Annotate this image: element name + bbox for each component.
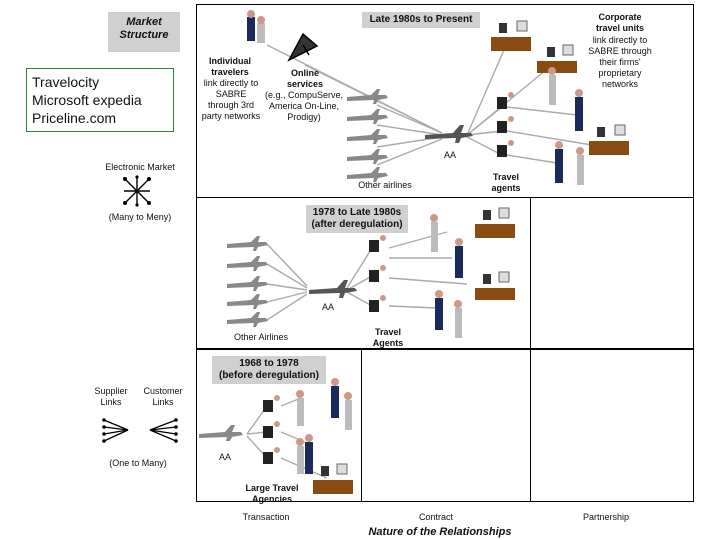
bottom-agencies-label: Large Travel Agencies (245, 483, 299, 504)
callout-line-3: Priceline.com (32, 110, 117, 126)
individual-travelers-label: Individual travelers (208, 56, 251, 77)
grid-col-divider-1 (361, 348, 362, 502)
bottom-aa-label: AA (218, 452, 231, 462)
online-services-sub: (e.g., CompuServe, America On-Line, Prod… (264, 90, 344, 122)
supplier-links-label: Supplier Links (94, 386, 128, 407)
middle-travel-agents-icon (369, 235, 386, 312)
middle-other-airlines-label: Other Airlines (233, 332, 289, 342)
callout-box: Travelocity Microsoft expedia Priceline.… (26, 68, 174, 132)
grid-border-right (693, 4, 694, 502)
online-services-label: Online services (286, 68, 324, 89)
many-to-many-label: (Many to Meny) (108, 212, 172, 222)
individual-travelers-icon (247, 10, 265, 43)
middle-desk-icon (475, 207, 515, 300)
top-other-airlines-label: Other airlines (358, 180, 412, 190)
satellite-dish-icon (287, 32, 319, 62)
middle-plane-stack-icon (227, 236, 357, 327)
electronic-market-label: Electronic Market (105, 162, 175, 172)
grid-row-divider-1 (196, 197, 694, 198)
bottom-plane-icon (199, 425, 243, 441)
grid-border-top (196, 4, 694, 5)
corporate-travel-sub: link directly to SABRE through their fir… (588, 35, 652, 89)
grid-border-bottom (196, 501, 694, 502)
middle-travel-agents-label: Travel Agents (372, 327, 404, 348)
top-panel-graphic (247, 10, 629, 185)
x-tick-partnership: Partnership (582, 512, 630, 522)
era-top-title: Late 1980s to Present (362, 12, 480, 28)
market-structure-label: Market Structure (108, 12, 180, 52)
grid-border-left (196, 4, 197, 502)
top-travel-agents-label: Travel agents (491, 172, 521, 193)
corporate-travelers-icon (548, 67, 584, 185)
individual-travelers-sub: link directly to SABRE through 3rd party… (201, 78, 261, 121)
middle-travelers-icon (430, 214, 463, 338)
one-to-many-label: (One to Many) (109, 458, 167, 468)
callout-line-1: Travelocity (32, 74, 100, 90)
corporate-travel-label: Corporate travel units (595, 12, 644, 33)
bottom-travelers-icon (296, 378, 352, 474)
x-axis-title: Nature of the Relationships (368, 526, 512, 538)
bottom-agencies-icon (263, 395, 280, 464)
middle-panel-graphic (227, 207, 515, 338)
era-middle-title: 1978 to Late 1980s (after deregulation) (306, 205, 408, 233)
grid-row-divider-2 (196, 348, 694, 350)
customer-links-label: Customer Links (143, 386, 183, 407)
grid-col-divider-2 (530, 197, 531, 502)
x-tick-contract: Contract (418, 512, 453, 522)
callout-line-2: Microsoft expedia (32, 92, 142, 108)
corporate-desk-icon (491, 20, 629, 155)
plane-stack-icon (347, 89, 473, 182)
era-bottom-title: 1968 to 1978 (before deregulation) (212, 356, 326, 384)
one-to-many-icon (102, 418, 178, 443)
bottom-panel-graphic (199, 378, 353, 494)
middle-aa-label: AA (321, 302, 334, 312)
travel-agents-icon (497, 92, 514, 157)
top-aa-label: AA (443, 150, 456, 160)
x-tick-transaction: Transaction (242, 512, 290, 522)
many-to-many-icon (123, 175, 151, 207)
bottom-desk-icon (313, 463, 353, 494)
